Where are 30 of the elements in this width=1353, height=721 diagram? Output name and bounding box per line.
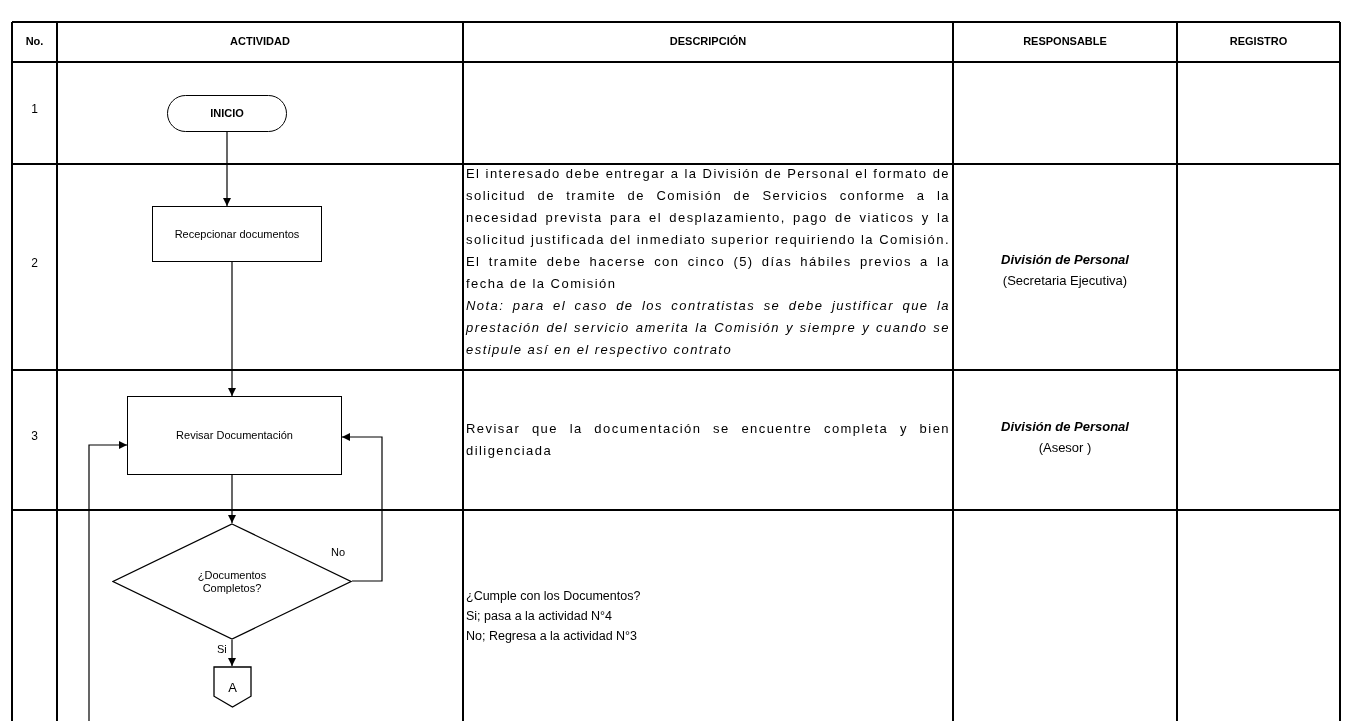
edge-label: No (330, 546, 347, 558)
description-text: ¿Cumple con los Documentos? (466, 588, 642, 605)
edge-label: Si (216, 643, 228, 655)
responsible-unit: División de Personal (1000, 418, 1130, 436)
process-box: Recepcionar documentos (152, 206, 322, 262)
responsible-role: (Secretaria Ejecutiva) (1001, 272, 1129, 290)
arrow (228, 261, 236, 397)
arrow (228, 639, 236, 667)
description-text: Si; pasa a la actividad N°4 (466, 608, 614, 625)
row-number: 3 (30, 429, 39, 443)
arrow (341, 433, 383, 582)
column-header: ACTIVIDAD (229, 34, 291, 48)
column-header: RESPONSABLE (1022, 34, 1108, 48)
off-page-connector: A (213, 666, 252, 708)
description-text: El interesado debe entregar a la División de Personal el formato de solicitud de tramite de Comisión de Servicios conforme a la necesidad prevista para el desplazamiento, pago de viaticos y la solicitud justificada del inmediato superior requiriendo la Comisión. El tramite debe hacerse con cinco (5) días hábiles previos a la fecha de la Comisión (466, 165, 950, 293)
arrow (223, 131, 231, 207)
process-box: Revisar Documentación (127, 396, 342, 475)
responsible-unit: División de Personal (1000, 251, 1130, 269)
start-terminal: INICIO (167, 95, 287, 132)
arrow (228, 474, 236, 524)
column-header: REGISTRO (1228, 34, 1289, 48)
responsible-role: (Asesor ) (1037, 439, 1093, 457)
arrow (88, 441, 128, 721)
column-header: DESCRIPCIÓN (668, 34, 748, 48)
column-header: No. (24, 34, 45, 48)
row-number: 2 (30, 256, 39, 270)
description-text: No; Regresa a la actividad N°3 (466, 628, 639, 645)
note-text: Nota: para el caso de los contratistas se debe justificar que la prestación del servicio amerita la Comisión y siempre y cuando se estipule así en el respectivo contrato (466, 297, 950, 359)
row-number: 1 (30, 102, 39, 116)
description-text: Revisar que la documentación se encuentre completa y bien diligenciada (466, 420, 950, 460)
